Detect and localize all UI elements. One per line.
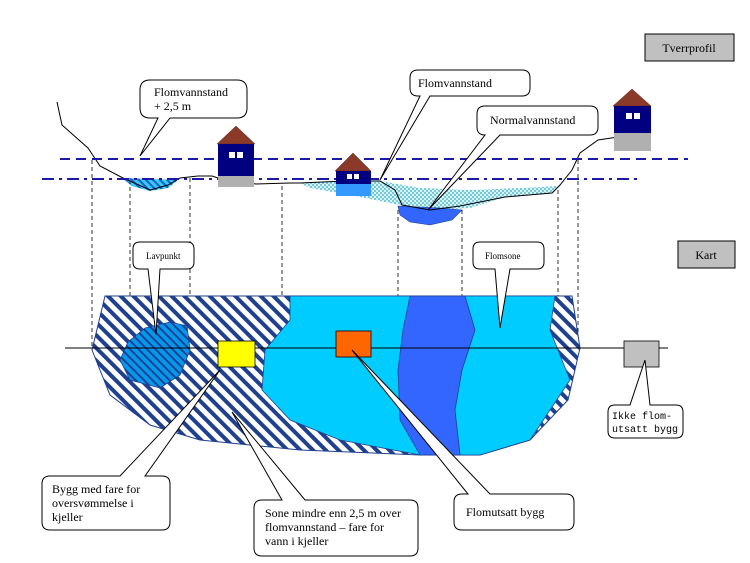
callout-ikke-flomutsatt-line2: utsatt bygg bbox=[612, 424, 678, 436]
callout-lavpunkt: Lavpunkt bbox=[132, 241, 195, 336]
callout-flomvannstand-text: Flomvannstand bbox=[418, 76, 492, 90]
low-pond-profile bbox=[122, 178, 178, 191]
callout-sone-mindre: Sone mindre enn 2,5 m over flomvannstand… bbox=[231, 411, 419, 557]
callout-lavpunkt-text: Lavpunkt bbox=[146, 251, 181, 261]
callout-flomvannstand-25: Flomvannstand + 2,5 m bbox=[139, 79, 248, 157]
map-low-point bbox=[119, 321, 191, 389]
kart-label: Kart bbox=[695, 248, 717, 262]
callout-bygg-fare: Bygg med fare for oversvømmelse i kjelle… bbox=[41, 369, 221, 531]
callout-ikke-flomutsatt: Ikke flom- utsatt bygg bbox=[607, 359, 684, 439]
callout-sone-mindre-line1: Sone mindre enn 2,5 m over bbox=[265, 506, 401, 520]
callout-flomsone: Flomsone bbox=[472, 241, 545, 329]
map-building-gray bbox=[623, 340, 660, 368]
callout-flomutsatt-bygg-text: Flomutsatt bygg bbox=[466, 505, 544, 519]
callout-flomvannstand: Flomvannstand bbox=[379, 69, 531, 181]
callout-bygg-fare-line2: oversvømmelse i bbox=[52, 496, 134, 510]
kart-box: Kart bbox=[677, 240, 736, 269]
callout-ikke-flomutsatt-line1: Ikke flom- bbox=[612, 411, 672, 423]
callout-normalvannstand-text: Normalvannstand bbox=[490, 113, 575, 127]
terrain-profile-line bbox=[56, 101, 619, 211]
callout-sone-mindre-line3: vann i kjeller bbox=[265, 534, 328, 548]
tverrprofil-label: Tverrprofil bbox=[662, 41, 716, 55]
normal-water-profile bbox=[397, 205, 463, 226]
map-building-orange bbox=[335, 330, 372, 358]
callout-flomvannstand-25-line1: Flomvannstand bbox=[154, 85, 228, 99]
callout-flomvannstand-25-line2: + 2,5 m bbox=[154, 99, 192, 113]
callout-normalvannstand: Normalvannstand bbox=[427, 105, 599, 211]
callout-sone-mindre-line2: flomvannstand – fare for bbox=[265, 520, 384, 534]
map-river bbox=[397, 295, 476, 456]
tverrprofil-box: Tverrprofil bbox=[644, 33, 735, 62]
house-left bbox=[216, 125, 256, 187]
callout-bygg-fare-line3: kjeller bbox=[52, 510, 83, 524]
callout-bygg-fare-line1: Bygg med fare for bbox=[52, 482, 140, 496]
callout-flomsone-text: Flomsone bbox=[485, 251, 521, 261]
map-building-yellow bbox=[217, 340, 256, 368]
house-middle bbox=[334, 152, 372, 196]
house-right bbox=[612, 88, 652, 151]
callout-flomutsatt-bygg: Flomutsatt bygg bbox=[351, 349, 575, 531]
